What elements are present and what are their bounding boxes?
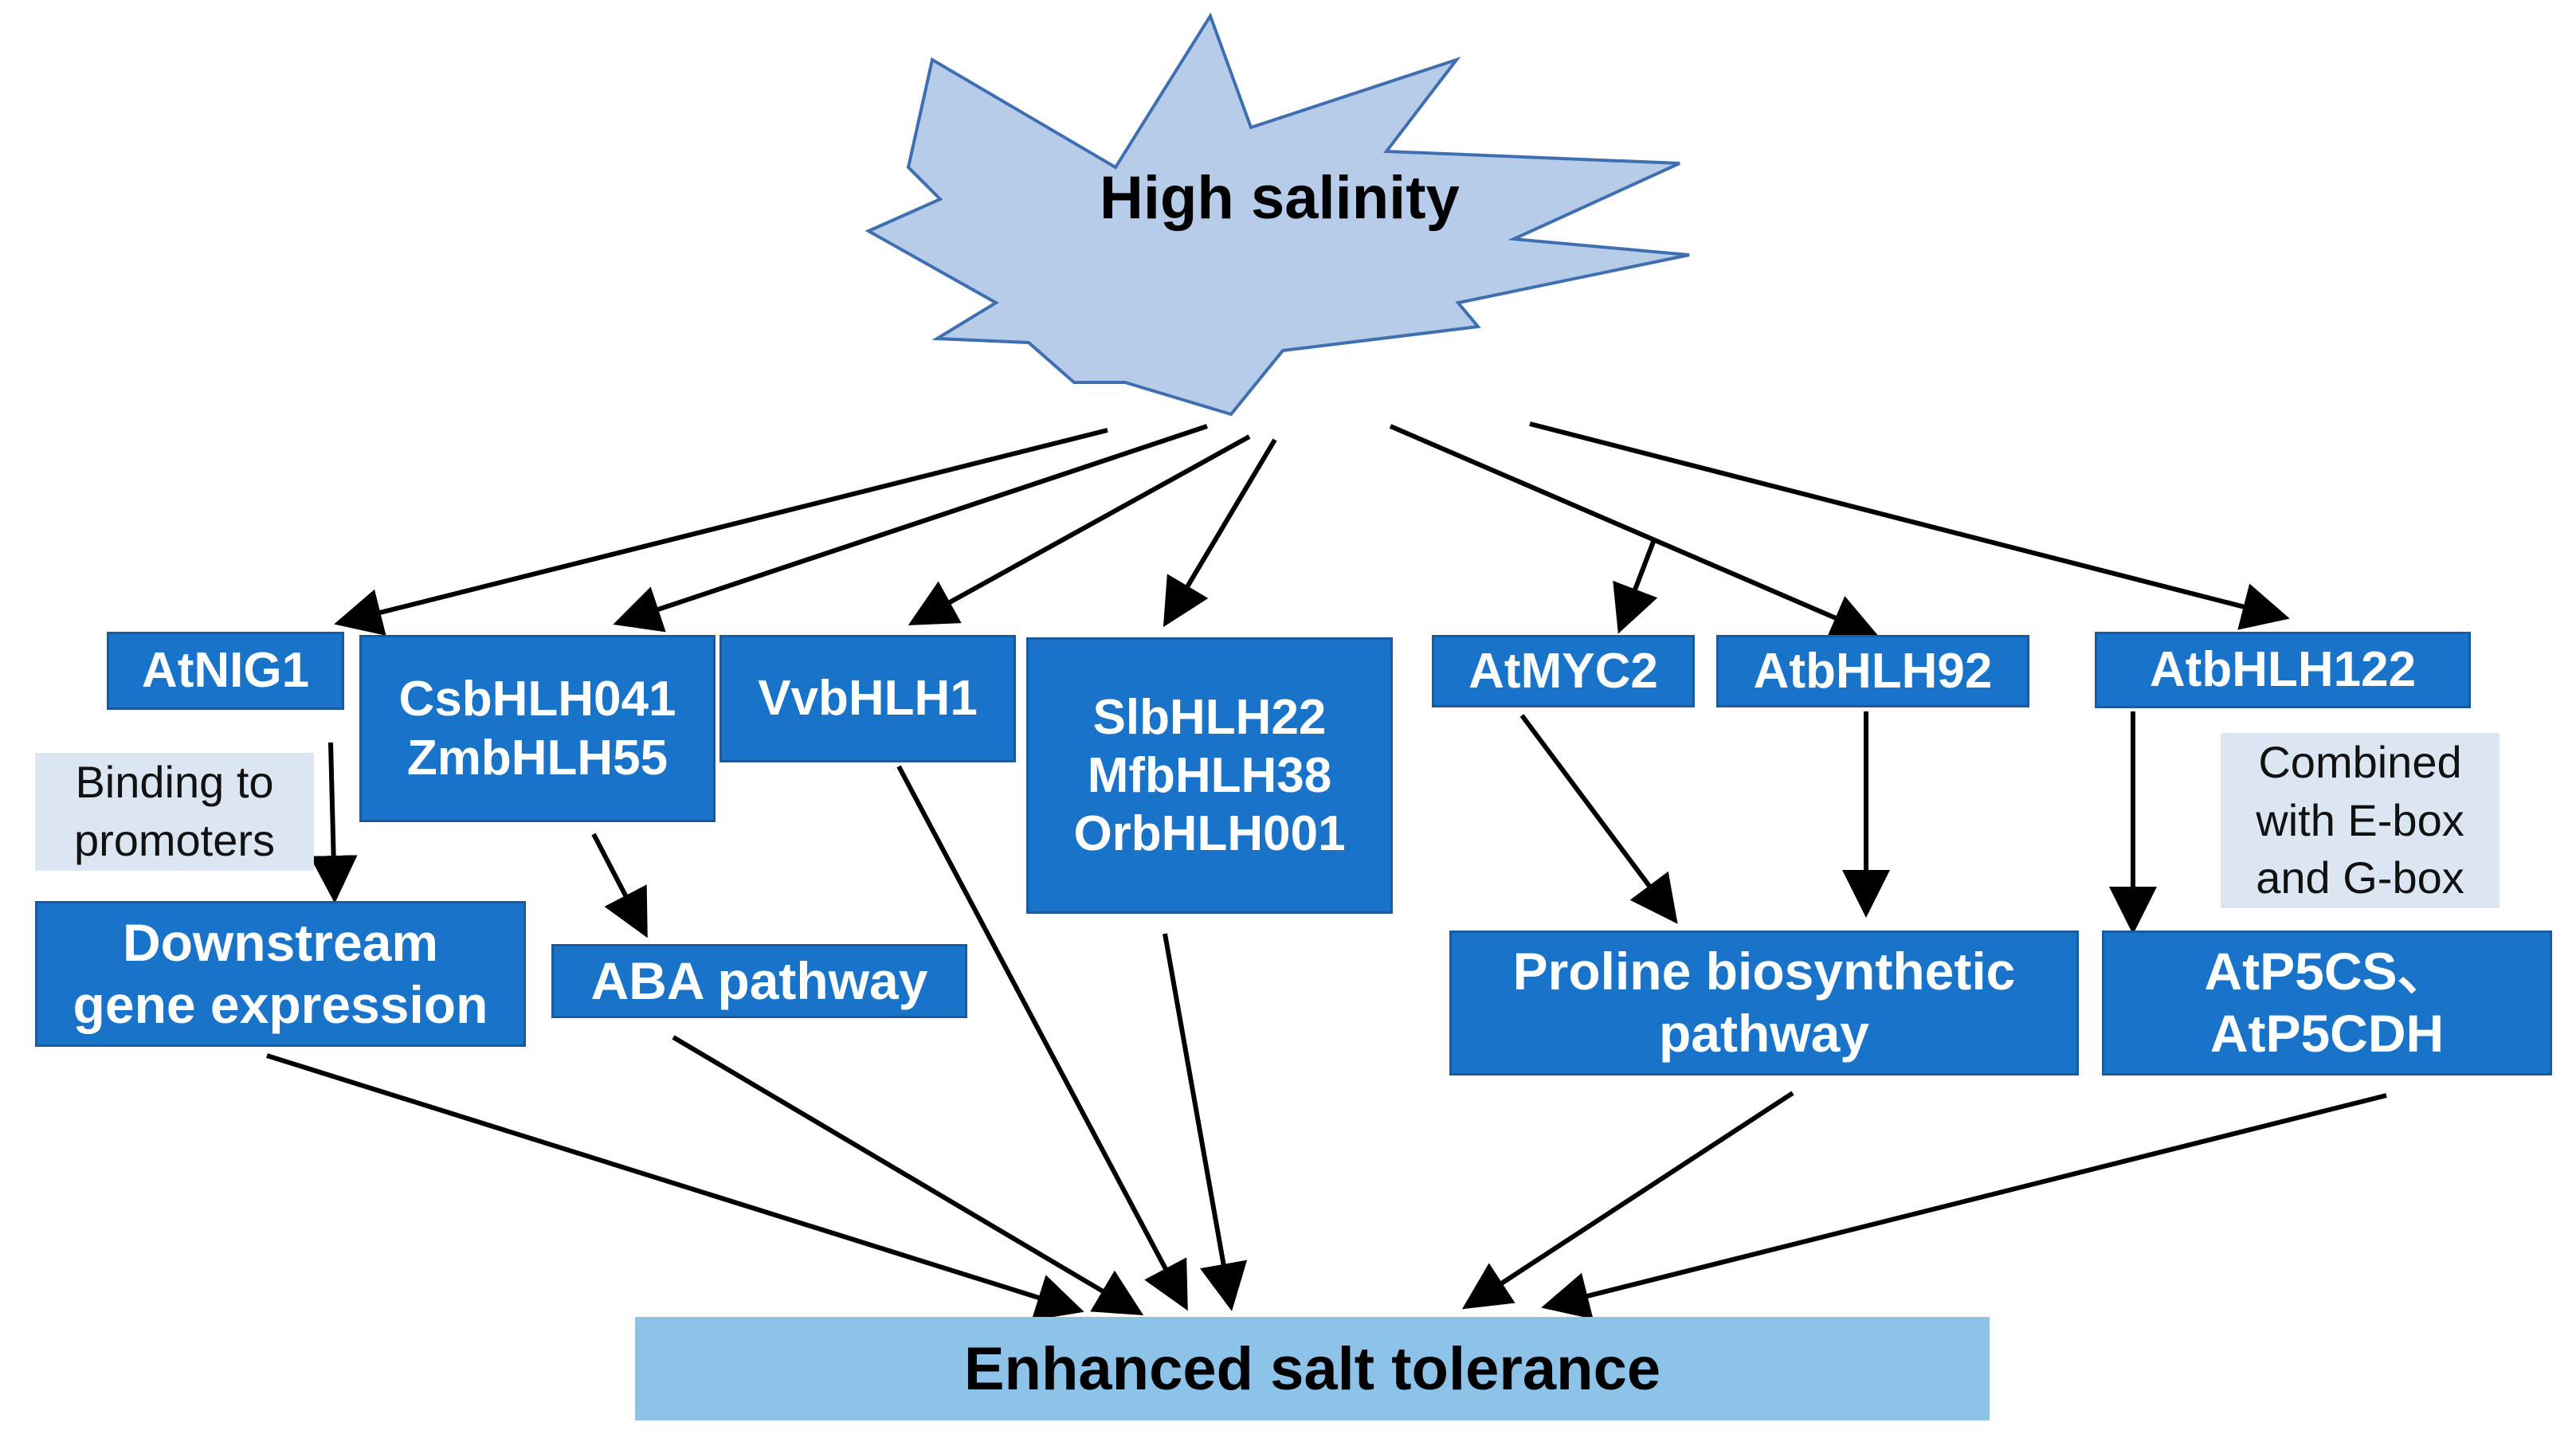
outcome-label: Enhanced salt tolerance <box>963 1334 1661 1403</box>
gene-name: AtbHLH92 <box>1753 643 1993 699</box>
gene-name: VvbHLH1 <box>758 671 978 727</box>
arrow-p5cs-to-outcome <box>1541 1093 2387 1319</box>
gene-name: SlbHLH22 <box>1092 689 1327 745</box>
note-text: Binding to <box>75 757 274 808</box>
gene-box-atbhlh92: AtbHLH92 <box>1716 635 2029 707</box>
pathway-label: Proline biosynthetic <box>1512 942 2016 1001</box>
arrow-stress-to-atnig1 <box>334 428 1108 636</box>
arrow-branch-to-atmyc2 <box>1613 540 1658 634</box>
arrow-sl-to-outcome <box>1163 933 1248 1311</box>
gene-box-atnig1: AtNIG1 <box>107 632 344 710</box>
pathway-label: pathway <box>1658 1004 1870 1063</box>
arrow-stress-to-csbhlh041 <box>613 424 1208 633</box>
pathway-box-aba: ABA pathway <box>551 944 967 1018</box>
pathway-label: ABA pathway <box>590 950 928 1010</box>
starburst-shape <box>865 12 1690 417</box>
arrow-vvbhlh1-to-outcome <box>896 765 1188 1311</box>
arrow-downstream-to-outcome <box>266 1053 1084 1321</box>
arrow-aba-to-outcome <box>672 1035 1144 1316</box>
gene-box-vvbhlh1: VvbHLH1 <box>719 635 1016 762</box>
gene-name: ZmbHLH55 <box>406 730 669 786</box>
pathway-label: Downstream <box>122 912 439 972</box>
arrow-stress-to-slbhlh22 <box>1163 438 1277 628</box>
outcome-box: Enhanced salt tolerance <box>635 1317 1990 1420</box>
gene-name: CsbHLH041 <box>398 672 676 727</box>
gene-name: AtNIG1 <box>141 643 310 699</box>
note-text: with E-box <box>2256 794 2464 845</box>
gene-name: MfbHLH38 <box>1087 747 1332 803</box>
note-text: and G-box <box>2256 852 2464 903</box>
arrow-csb-to-aba <box>591 833 648 938</box>
note-text: promoters <box>73 815 276 865</box>
pathway-box-atp5cs-atp5cdh: AtP5CS、AtP5CDH <box>2102 931 2552 1076</box>
gene-box-atmyc2: AtMYC2 <box>1432 635 1695 707</box>
gene-name: AtbHLH122 <box>2149 642 2417 698</box>
pathway-label: AtP5CS、 <box>2204 942 2450 1001</box>
note-text: Combined <box>2258 736 2462 787</box>
arrow-stress-to-atbhlh122 <box>1529 421 2290 630</box>
gene-name: OrbHLH001 <box>1073 806 1346 862</box>
note-binding-to-promoters: Binding to promoters <box>35 753 314 871</box>
gene-name: AtMYC2 <box>1468 643 1658 699</box>
arrow-proline-to-outcome <box>1461 1091 1794 1310</box>
arrow-atnig1-to-downstream <box>309 742 358 903</box>
stress-label: High salinity <box>1100 164 1460 232</box>
arrow-atmyc2-to-proline <box>1519 714 1678 924</box>
arrow-stress-to-vvbhlh1 <box>908 434 1251 625</box>
gene-box-atbhlh122: AtbHLH122 <box>2095 632 2471 708</box>
note-combined-ebox-gbox: Combined with E-box and G-box <box>2221 733 2500 908</box>
pathway-label: AtP5CDH <box>2209 1004 2445 1063</box>
pathway-label: gene expression <box>73 974 488 1034</box>
arrow-stress-to-atbhlh92 <box>1389 424 1880 641</box>
